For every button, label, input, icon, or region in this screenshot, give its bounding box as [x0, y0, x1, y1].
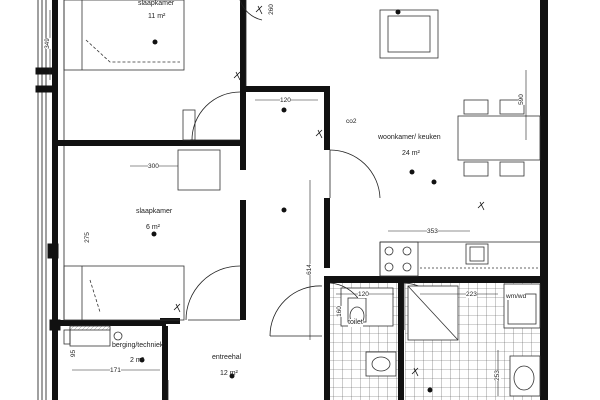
dim-toilet-width: 120	[358, 291, 369, 298]
dim-storage-width: 171	[110, 367, 121, 374]
dim-toilet-depth: 160	[335, 306, 343, 317]
room-name-bedroom-top: slaapkamer	[138, 0, 175, 7]
dim-hall-depth: 614	[305, 264, 313, 275]
room-area-bedroom-top: 11 m²	[148, 13, 166, 20]
room-name-toilet: toilet	[348, 319, 363, 327]
dim-bedroom-mid-depth: 275	[83, 232, 91, 243]
room-name-living: woonkamer/ keuken	[378, 134, 441, 141]
kitchen-counter	[379, 241, 540, 277]
room-area-bedroom-mid: 6 m²	[146, 224, 160, 231]
room-area-living: 24 m²	[402, 150, 420, 157]
beds	[63, 0, 221, 321]
washer-dryer-label: wm/wd	[506, 293, 527, 300]
dim-living-depth: 590	[517, 94, 525, 105]
dim-storage-depth: 95	[70, 349, 78, 358]
storage-fixtures	[63, 325, 123, 347]
dim-bath-width: 223	[466, 291, 477, 298]
dining-table	[379, 9, 541, 177]
dim-kitchen-width: 353	[427, 228, 438, 235]
electrical-symbols	[139, 9, 437, 393]
dim-bedroom-top-width: 260	[267, 4, 275, 15]
switch-symbols	[173, 5, 485, 377]
bathroom-fixtures	[347, 283, 541, 397]
room-name-bedroom-mid: slaapkamer	[136, 208, 173, 215]
walls	[52, 0, 548, 400]
co2-label: co2	[346, 118, 357, 125]
dim-hall-corridor-width: 120	[280, 97, 291, 104]
dim-bedroom-mid-width: 300	[148, 163, 159, 170]
room-area-storage: 2 m²	[130, 357, 144, 364]
room-name-hall: entreehal	[212, 354, 242, 361]
dim-bedroom-top-depth: 349	[43, 38, 51, 49]
room-name-storage: berging/techniek	[112, 342, 164, 349]
room-area-hall: 12 m²	[220, 370, 238, 377]
dim-bath-depth: 253	[493, 370, 501, 381]
